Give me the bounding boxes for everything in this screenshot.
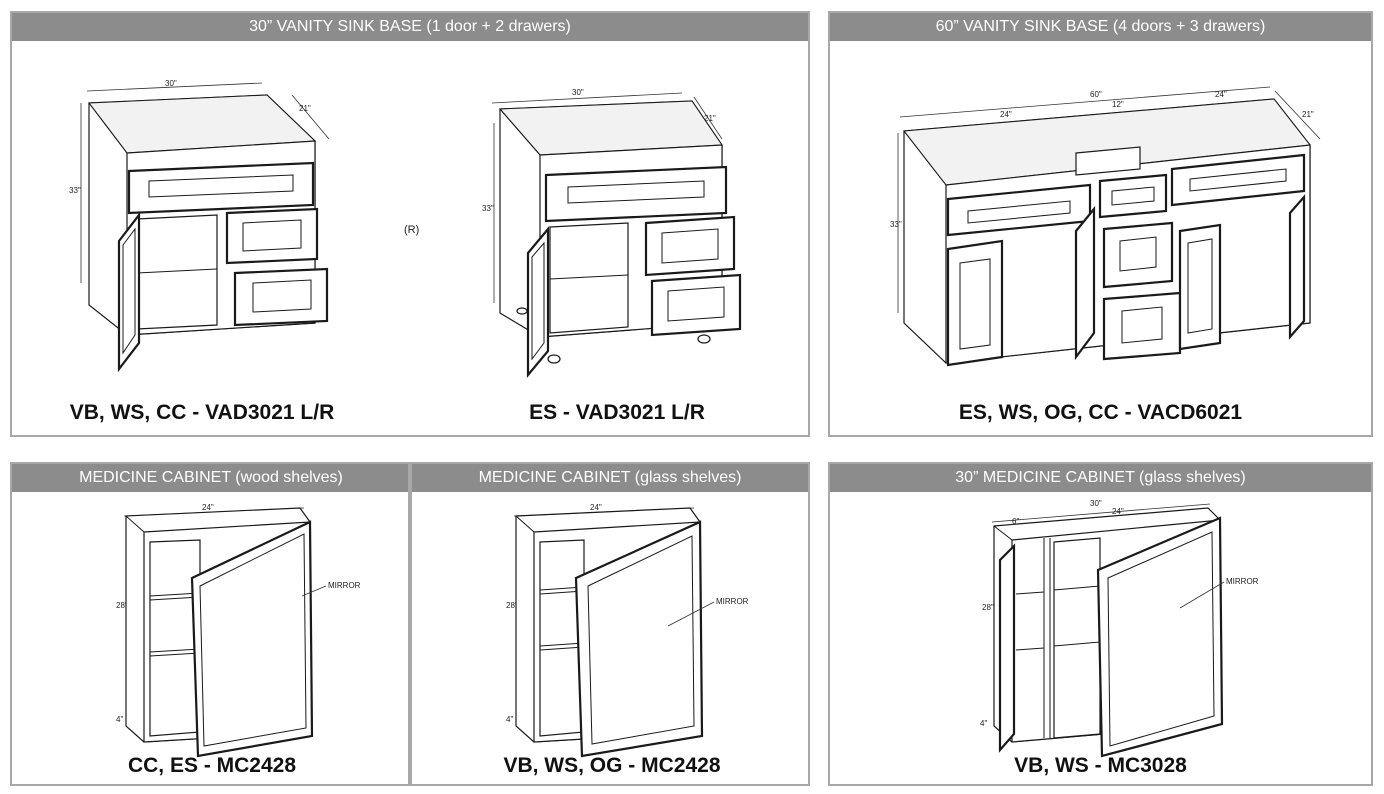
med30-mirror-label: MIRROR — [1226, 577, 1259, 586]
med-wood-caption: CC, ES - MC2428 — [127, 754, 297, 777]
med30-drawing: 30" 6" 24" 28" 4" MIRROR — [980, 499, 1259, 758]
vanity60-drawing: 60" 24" 12" 24" 21" 33" — [890, 86, 1321, 367]
vanity30-right-depth-label: 21" — [704, 114, 716, 123]
vanity30-right-caption: ES - VAD3021 L/R — [529, 401, 705, 424]
vanity30-right-drawing: 30" 21" 33" — [482, 88, 742, 379]
med30-title: 30” MEDICINE CABINET (glass shelves) — [830, 464, 1371, 492]
vanity60-width-label: 60" — [1090, 90, 1102, 99]
med-wood-title: MEDICINE CABINET (wood shelves) — [79, 469, 343, 486]
vanity30-right-width-label: 30" — [572, 88, 584, 97]
vanity60-panel: 60” VANITY SINK BASE (4 doors + 3 drawer… — [828, 11, 1373, 437]
vanity30-left-width-label: 30" — [165, 79, 177, 88]
med-glass-header-bar: MEDICINE CABINET (glass shelves) — [412, 464, 808, 492]
med-wood-height-label: 28" — [116, 601, 128, 610]
vanity60-caption: ES, WS, OG, CC - VACD6021 — [958, 401, 1243, 424]
med-wood-mirror-label: MIRROR — [328, 581, 361, 590]
vanity60-right-label: 24" — [1215, 90, 1227, 99]
vanity60-height-label: 33" — [890, 220, 902, 229]
med-glass-title: MEDICINE CABINET (glass shelves) — [478, 469, 742, 486]
medicine-pair-panel: MEDICINE CABINET (wood shelves) MEDICINE… — [10, 462, 810, 786]
med-wood-header-bar: MEDICINE CABINET (wood shelves) — [12, 464, 410, 492]
med-glass-caption: VB, WS, OG - MC2428 — [503, 754, 721, 777]
med30-depth-label: 4" — [980, 719, 987, 728]
vanity60-middle-label: 12" — [1112, 100, 1124, 109]
med30-caption: VB, WS - MC3028 — [1014, 754, 1187, 777]
med30-width-label: 30" — [1090, 499, 1102, 508]
vanity30-left-drawing: 30" 21" 33" — [69, 79, 330, 373]
med30-height-label: 28" — [982, 603, 994, 612]
vanity30-left-caption: VB, WS, CC - VAD3021 L/R — [69, 401, 335, 424]
med-glass-height-label: 28" — [506, 601, 518, 610]
vanity30-note: (R) — [404, 224, 420, 236]
vanity30-panel: 30” VANITY SINK BASE (1 door + 2 drawers… — [10, 11, 810, 437]
vanity60-depth-label: 21" — [1302, 110, 1314, 119]
vanity30-title: 30” VANITY SINK BASE (1 door + 2 drawers… — [12, 13, 808, 41]
vanity60-title: 60” VANITY SINK BASE (4 doors + 3 drawer… — [830, 13, 1371, 41]
vanity30-left-depth-label: 21" — [299, 104, 311, 113]
med-glass-width-label: 24" — [590, 503, 602, 512]
vanity60-left-label: 24" — [1000, 110, 1012, 119]
med-glass-depth-label: 4" — [506, 715, 513, 724]
vanity30-right-height-label: 33" — [482, 204, 494, 213]
vanity30-left-height-label: 33" — [69, 186, 81, 195]
med30-left-label: 6" — [1012, 517, 1019, 526]
med-glass-drawing: 24" 28" 4" MIRROR — [506, 503, 749, 758]
med-wood-drawing: 24" 28" 4" MIRROR — [116, 503, 361, 758]
med-glass-mirror-label: MIRROR — [716, 597, 749, 606]
medicine-divider — [408, 464, 412, 786]
med-wood-width-label: 24" — [202, 503, 214, 512]
med30-panel: 30” MEDICINE CABINET (glass shelves) 30"… — [828, 462, 1373, 786]
med30-right-label: 24" — [1112, 507, 1124, 516]
med-wood-depth-label: 4" — [116, 715, 123, 724]
